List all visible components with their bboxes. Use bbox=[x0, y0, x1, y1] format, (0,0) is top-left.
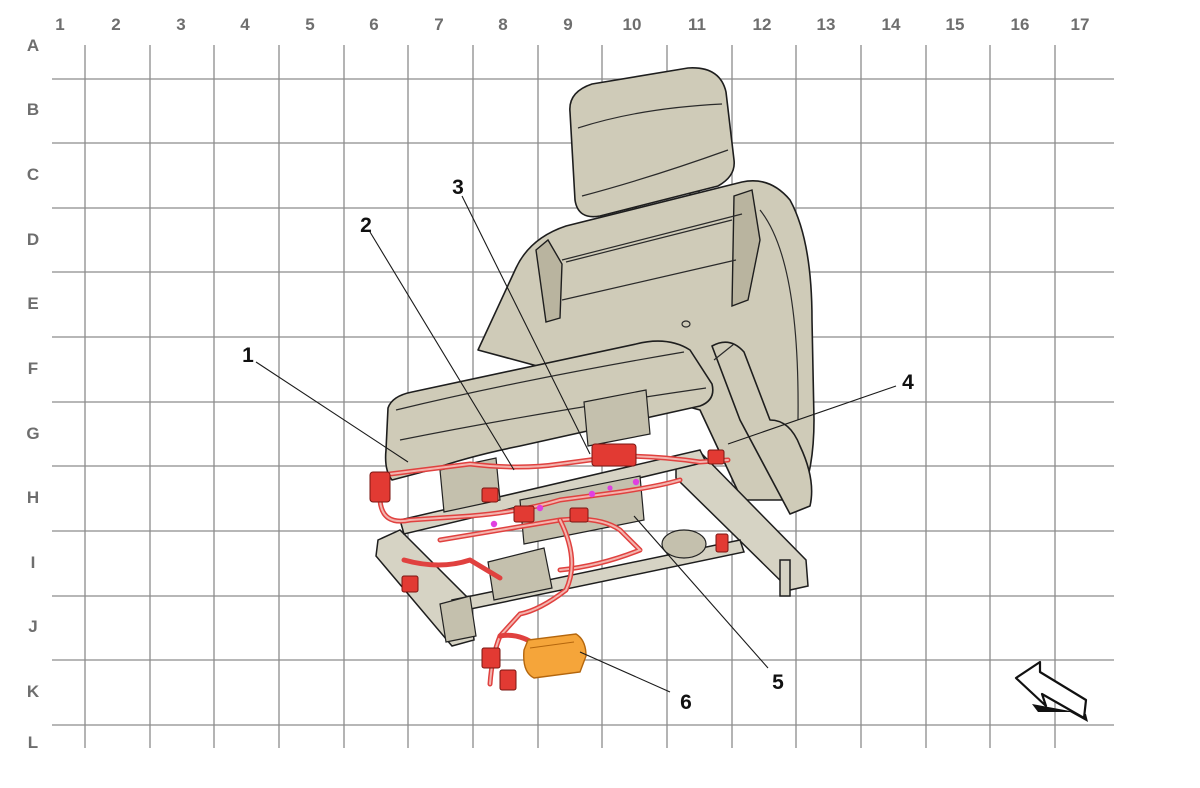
grid-row-label: G bbox=[26, 424, 39, 443]
grid-column-label: 7 bbox=[434, 15, 443, 34]
grid-row-label: J bbox=[28, 617, 37, 636]
grid-column-label: 8 bbox=[498, 15, 507, 34]
grid-column-label: 13 bbox=[817, 15, 836, 34]
grid-column-label: 4 bbox=[240, 15, 250, 34]
grid-row-label: E bbox=[27, 294, 38, 313]
seat-illustration bbox=[369, 67, 815, 691]
grid-column-label: 16 bbox=[1011, 15, 1030, 34]
grid-column-label: 1 bbox=[55, 15, 64, 34]
backrest bbox=[477, 180, 815, 501]
front-direction-arrow-icon bbox=[1014, 660, 1088, 722]
harness-connectors bbox=[369, 443, 729, 691]
callout-4: 4 bbox=[902, 371, 914, 394]
grid-column-label: 17 bbox=[1071, 15, 1090, 34]
grid-row-label: A bbox=[27, 36, 39, 55]
grid-row-label: D bbox=[27, 230, 39, 249]
grid-column-label: 11 bbox=[688, 15, 706, 34]
orange-module bbox=[523, 633, 587, 679]
grid-column-label: 5 bbox=[305, 15, 314, 34]
grid-row-labels: A B C D E F G H I J K L bbox=[26, 36, 39, 752]
grid-row-label: I bbox=[31, 553, 36, 572]
grid-column-label: 9 bbox=[563, 15, 572, 34]
grid-row-label: K bbox=[27, 682, 40, 701]
grid-column-label: 14 bbox=[882, 15, 901, 34]
grid-row-label: H bbox=[27, 488, 39, 507]
grid-column-label: 10 bbox=[623, 15, 642, 34]
grid-column-label: 3 bbox=[176, 15, 185, 34]
grid-row-label: F bbox=[28, 359, 38, 378]
grid-row-label: L bbox=[28, 733, 38, 752]
callout-1: 1 bbox=[242, 344, 254, 367]
callout-3: 3 bbox=[452, 176, 464, 199]
callout-5: 5 bbox=[772, 671, 784, 694]
headrest bbox=[569, 67, 735, 222]
callout-leaders bbox=[255, 195, 897, 693]
grid-column-label: 12 bbox=[753, 15, 772, 34]
callout-numbers: 1 2 3 4 5 6 bbox=[242, 176, 914, 714]
callout-2: 2 bbox=[360, 214, 372, 237]
recliner-trim bbox=[711, 341, 813, 515]
grid-column-label: 6 bbox=[369, 15, 378, 34]
grid-column-label: 15 bbox=[946, 15, 965, 34]
grid-column-label: 2 bbox=[111, 15, 120, 34]
callout-6: 6 bbox=[680, 691, 692, 714]
grid-row-label: C bbox=[27, 165, 39, 184]
seat-cushion bbox=[384, 340, 714, 481]
grid-row-label: B bbox=[27, 100, 39, 119]
